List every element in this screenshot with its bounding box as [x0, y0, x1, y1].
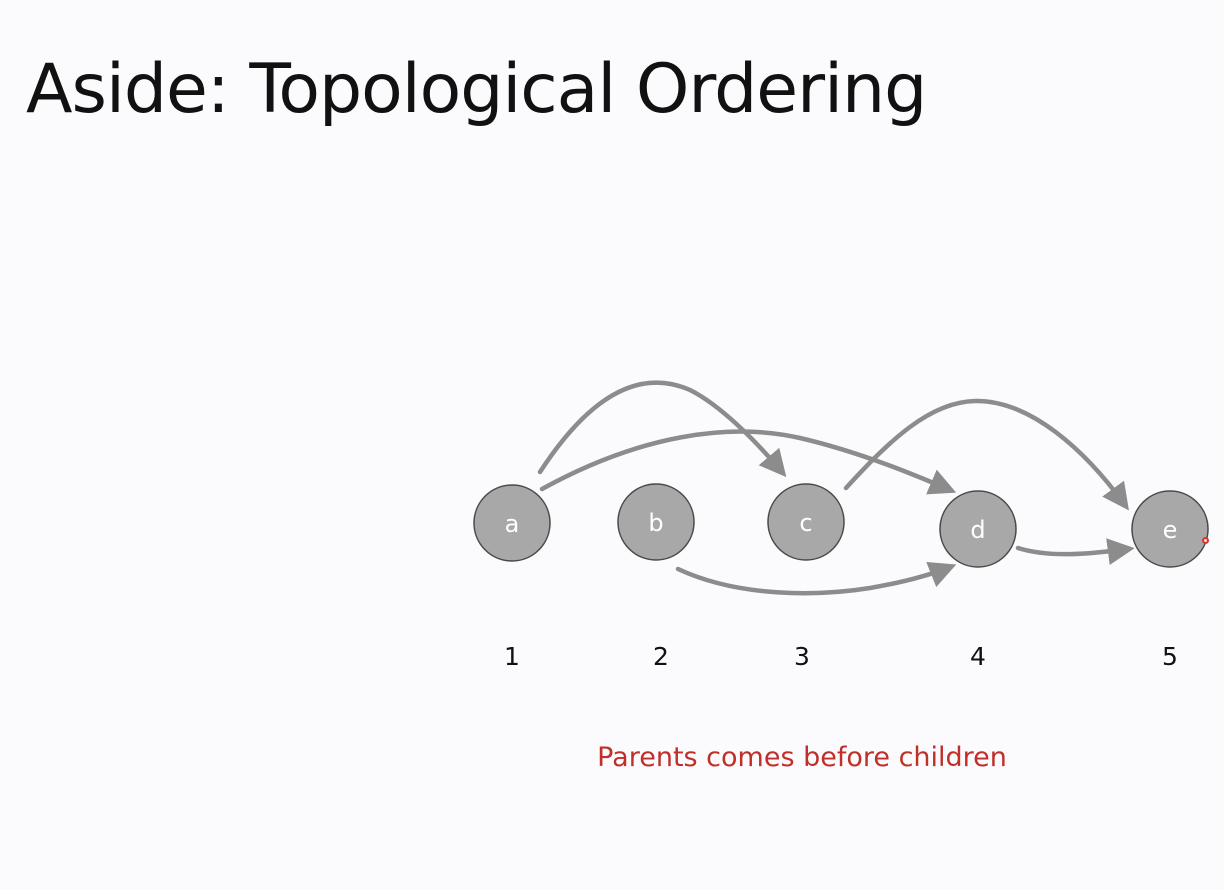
node-label: c — [799, 509, 812, 537]
node-circle — [939, 490, 1017, 568]
node-e: e — [1131, 490, 1209, 568]
caption: Parents comes before children — [597, 742, 1007, 773]
order-number: 4 — [970, 642, 986, 671]
laser-pointer-dot — [1202, 537, 1209, 544]
node-circle — [767, 483, 845, 561]
order-number: 5 — [1162, 642, 1178, 671]
node-label: b — [648, 509, 663, 537]
edge-d-to-e — [1015, 538, 1135, 566]
slide-title: Aside: Topological Ordering — [26, 50, 927, 129]
node-label: a — [505, 510, 520, 538]
order-number: 1 — [504, 642, 520, 671]
edge-a-to-d — [539, 429, 957, 495]
edge-a-to-c — [537, 380, 787, 478]
edge-c-to-e — [843, 398, 1129, 511]
node-circle — [617, 483, 695, 561]
node-c: c — [767, 483, 845, 561]
node-b: b — [617, 483, 695, 561]
node-a: a — [473, 484, 551, 562]
node-label: d — [970, 516, 985, 544]
order-number: 3 — [794, 642, 810, 671]
node-circle — [1131, 490, 1209, 568]
edges-group — [537, 380, 1135, 596]
node-circle — [473, 484, 551, 562]
node-label: e — [1163, 516, 1178, 544]
order-number: 2 — [653, 642, 669, 671]
node-d: d — [939, 490, 1017, 568]
edge-b-to-d — [675, 561, 957, 596]
